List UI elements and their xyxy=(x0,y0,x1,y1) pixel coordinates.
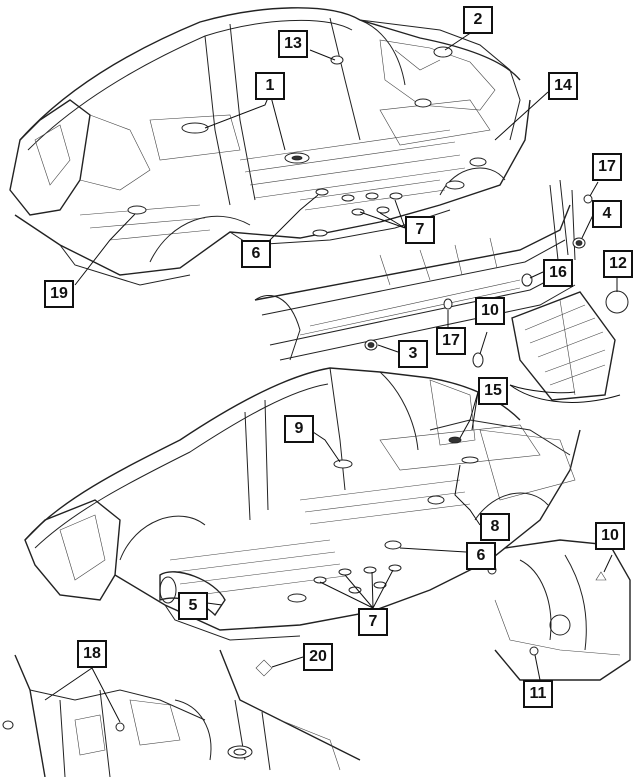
callout-17-upper: 17 xyxy=(592,153,622,181)
callout-14: 14 xyxy=(548,72,578,100)
cowl-detail xyxy=(219,649,361,771)
callout-13: 13 xyxy=(278,30,308,58)
callout-20: 20 xyxy=(303,643,333,671)
callout-3: 3 xyxy=(398,340,428,368)
callout-6-upper: 6 xyxy=(241,240,271,268)
callout-10-mid: 10 xyxy=(475,297,505,325)
callout-16: 16 xyxy=(543,259,573,287)
callout-1: 1 xyxy=(255,72,285,100)
callout-10-trunk: 10 xyxy=(595,522,625,550)
callout-7-lower: 7 xyxy=(358,608,388,636)
callout-2: 2 xyxy=(463,6,493,34)
callout-12: 12 xyxy=(603,250,633,278)
rear-floor-detail xyxy=(509,290,629,403)
trunk-detail xyxy=(494,539,631,681)
callout-5: 5 xyxy=(178,592,208,620)
callout-6-lower: 6 xyxy=(466,542,496,570)
callout-8: 8 xyxy=(480,513,510,541)
callout-11: 11 xyxy=(523,680,553,708)
callout-9: 9 xyxy=(284,415,314,443)
rocker-sill-detail xyxy=(254,179,593,361)
callout-7-upper: 7 xyxy=(405,216,435,244)
callout-17-lower: 17 xyxy=(436,327,466,355)
pillar-detail xyxy=(2,654,212,777)
callout-15: 15 xyxy=(478,377,508,405)
callout-18: 18 xyxy=(77,640,107,668)
callout-4: 4 xyxy=(592,200,622,228)
callout-19: 19 xyxy=(44,280,74,308)
leader-lines xyxy=(44,27,618,723)
